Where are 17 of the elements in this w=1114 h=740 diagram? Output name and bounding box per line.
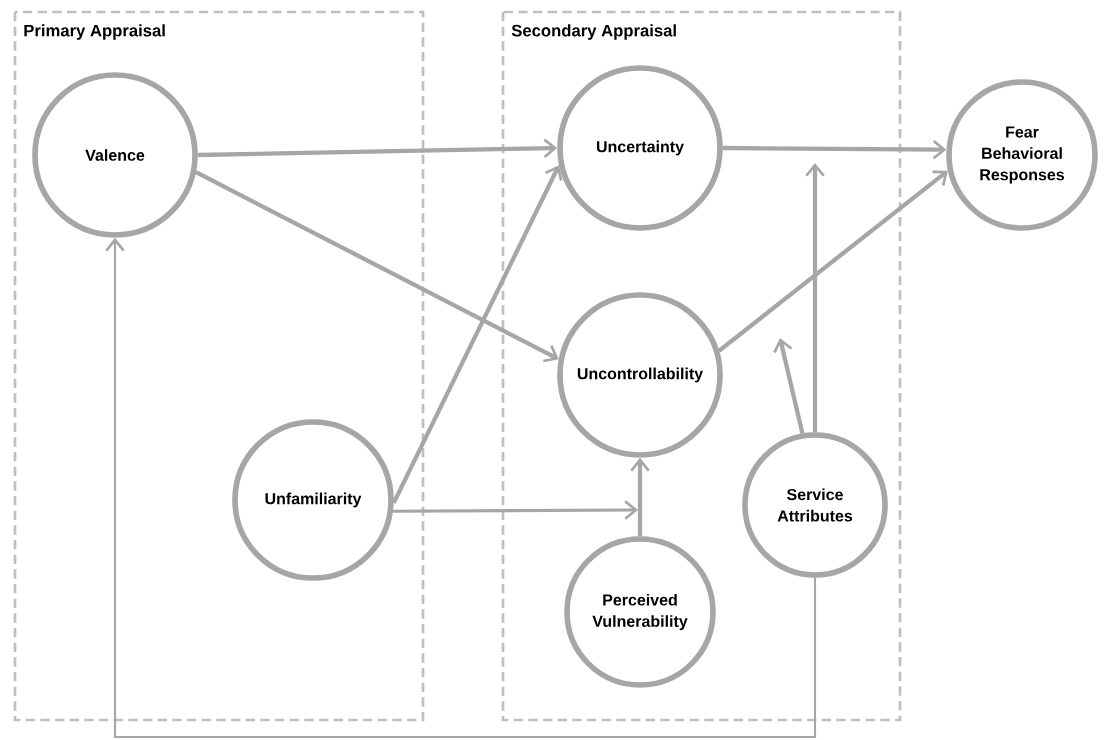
circle-node: Unfamiliarity [232,419,394,581]
circle-node: Valence [32,72,198,238]
arrow [195,170,559,363]
arrow [391,165,563,504]
circle-node: Fear Behavioral Responses [946,79,1098,231]
arrow [105,237,817,739]
arrow [722,139,947,160]
arrow [773,338,805,434]
arrow [630,457,650,537]
arrow [197,138,558,158]
circle-node: Perceived Vulnerability [564,536,716,688]
arrow [805,163,825,433]
arrow [717,170,948,353]
circle-node: Service Attributes [742,432,888,578]
circle-node: Uncontrollability [557,292,723,458]
circle-node: Uncertainty [557,65,723,231]
arrow [393,500,638,520]
